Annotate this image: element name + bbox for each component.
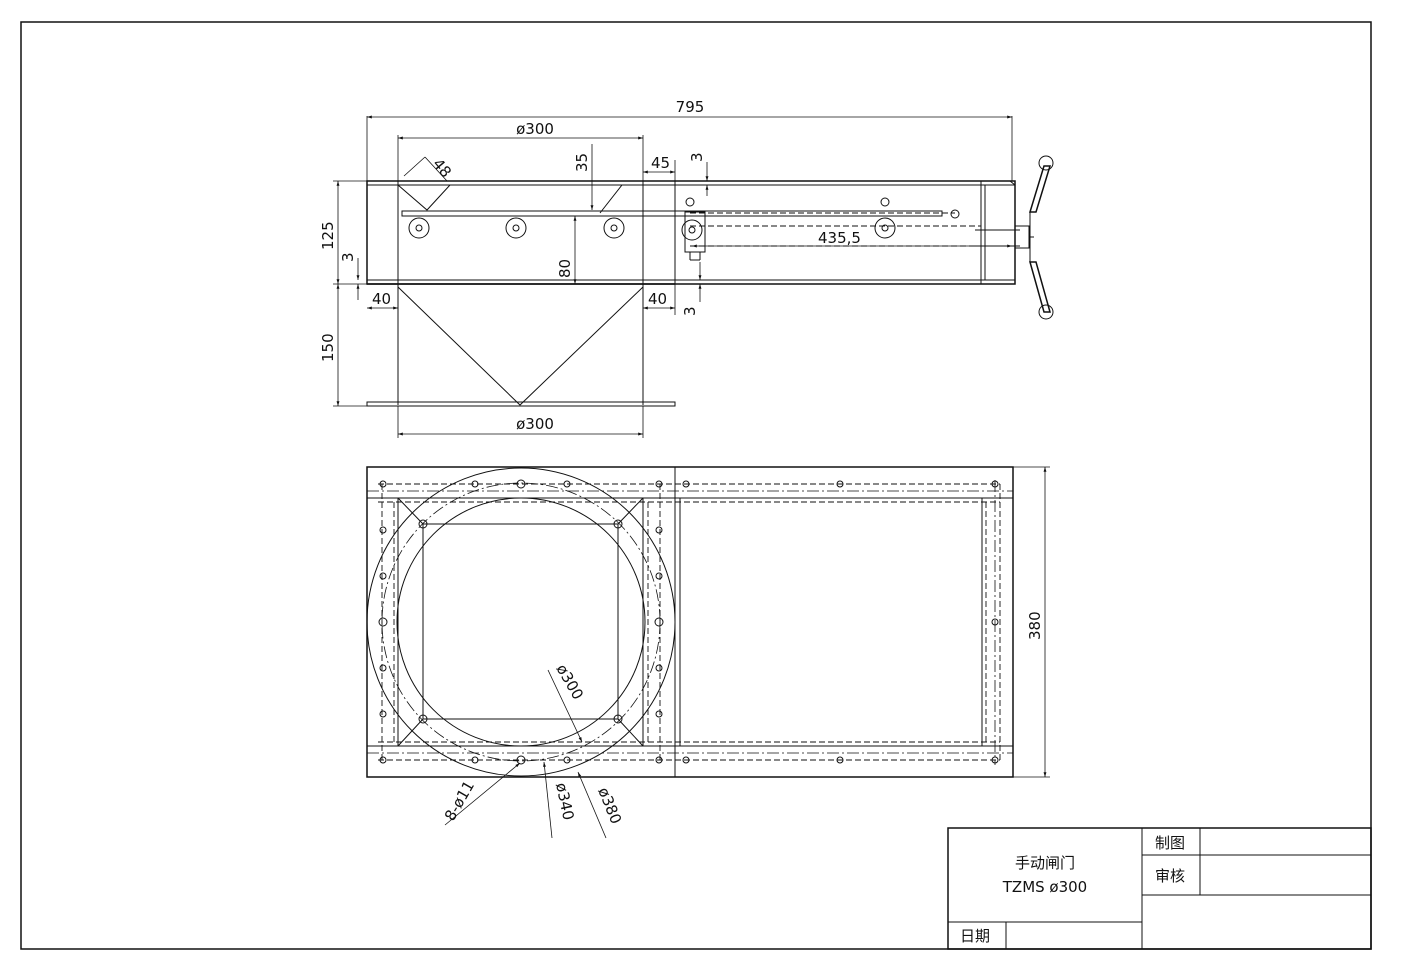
flange-outer-circle xyxy=(366,467,676,777)
title-block-drawn-by-label: 制图 xyxy=(1155,834,1185,852)
dim-overall-length: 795 xyxy=(676,98,705,116)
dim-chamfer: 48 xyxy=(429,155,455,181)
handwheel xyxy=(1014,155,1054,320)
dim-40-left: 40 xyxy=(372,290,391,308)
roller-wheels xyxy=(408,197,960,241)
dim-plan-holes: 8-ø11 xyxy=(441,778,478,824)
title-block-checked-by-label: 审核 xyxy=(1155,867,1185,885)
dim-80: 80 xyxy=(556,259,574,278)
dim-150: 150 xyxy=(319,333,337,362)
dim-3-top: 3 xyxy=(688,152,706,162)
chamfer-plate-right xyxy=(599,184,643,214)
title-block: 手动闸门 TZMS ø300 制图 审核 日期 xyxy=(947,827,1372,950)
flange-bolt-holes xyxy=(378,479,999,765)
slide-plate xyxy=(401,210,943,217)
dim-bottom-diameter: ø300 xyxy=(516,415,554,433)
dim-35: 35 xyxy=(573,153,591,172)
dim-125: 125 xyxy=(319,221,337,250)
side-view xyxy=(366,155,1054,407)
inner-square-opening xyxy=(422,523,619,720)
title-block-name: 手动闸门 xyxy=(1015,854,1075,872)
dim-435-5: 435,5 xyxy=(818,229,861,247)
dim-3-left: 3 xyxy=(339,252,357,262)
plan-outline xyxy=(366,466,1014,778)
bolt-circle xyxy=(381,482,661,762)
dim-3-right: 3 xyxy=(681,306,699,316)
bore-circle xyxy=(396,497,646,747)
dim-45: 45 xyxy=(651,154,670,172)
dim-top-diameter: ø300 xyxy=(516,120,554,138)
title-block-date-label: 日期 xyxy=(960,927,990,945)
dim-40-right: 40 xyxy=(648,290,667,308)
dim-plan-d340: ø340 xyxy=(552,781,577,822)
dim-380-side: 380 xyxy=(1026,611,1044,640)
bottom-flange xyxy=(366,401,676,407)
plan-view-dimensions: 380 ø300 8-ø11 ø340 ø380 xyxy=(441,466,1050,839)
plan-view xyxy=(366,466,1014,778)
dim-plan-d300: ø300 xyxy=(553,661,587,703)
hopper-divider xyxy=(397,286,644,406)
drawing-frame xyxy=(20,21,1372,950)
side-view-dimensions: 795 ø300 48 35 45 3 125 3 80 xyxy=(319,98,1013,438)
chamfer-plate-left xyxy=(397,184,451,211)
title-block-model: TZMS ø300 xyxy=(1002,878,1087,896)
